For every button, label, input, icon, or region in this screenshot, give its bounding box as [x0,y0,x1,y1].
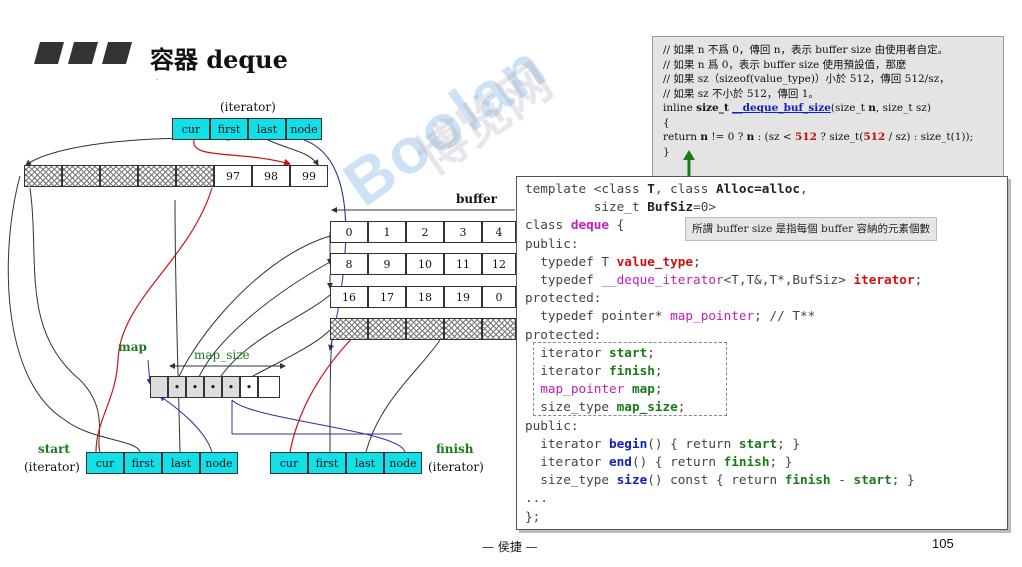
buffer-cell: 17 [368,286,406,308]
code-line: typedef pointer* map_pointer; // T** [525,308,816,324]
map-slot [150,376,168,398]
map-slot: • [222,376,240,398]
finish-iter-first: first [308,452,346,474]
map-slot: • [168,376,186,398]
note-line: // 如果 sz 不小於 512，傳回 1。 [663,87,819,100]
buffer-cell: 3 [444,221,482,243]
footer-author: — 侯捷 — [482,540,538,554]
start-iter-node: node [200,452,238,474]
start-iter-cur: cur [86,452,124,474]
buffer-cell: 97 [214,165,252,187]
start-label: start [38,442,70,456]
note-brace: } [663,145,670,158]
code-line: size_t BufSiz=0> [525,199,716,215]
finish-iter-node: node [384,452,422,474]
code-line: class deque { [525,217,625,233]
map-slot: • [204,376,222,398]
note-signature: inline size_t __deque_buf_size(size_t n,… [663,102,931,114]
buffer-cell: 99 [290,165,328,187]
finish-iter-last: last [346,452,384,474]
code-line: template <class T, class Alloc=alloc, [525,181,808,196]
buffer-label: buffer [456,192,497,206]
code-line: iterator start; [525,344,655,360]
buffer-cell: 16 [330,286,368,308]
code-line: map_pointer map; [540,381,663,397]
slide-title: 容器 deque [150,45,288,74]
code-line: protected: [525,290,602,306]
buffer-size-note: 所謂 buffer size 是指每個 buffer 容納的元素個數 [685,217,938,242]
map-label: map [118,340,147,354]
buffer-cell-used [368,318,406,340]
top-iter-first: first [210,118,248,140]
buffer-cell-used [100,165,138,187]
buffer-cell-used [444,318,482,340]
buffer-cell: 11 [444,253,482,275]
start-iter-first: first [124,452,162,474]
code-line: public: [525,417,579,433]
buffer-cell: 98 [252,165,290,187]
code-line: iterator begin() { return start; } [525,435,801,451]
start-iter-last: last [162,452,200,474]
finish-iter-cur: cur [270,452,308,474]
buffer-cell: 19 [444,286,482,308]
top-iter-last: last [248,118,286,140]
top-iterator-label: (iterator) [220,100,276,114]
diagram-connectors [7,137,515,453]
buffer-cell: 8 [330,253,368,275]
finish-iterator-label: (iterator) [428,460,484,474]
buffer-cell-used [330,318,368,340]
deque-code-listing: template <class T, class Alloc=alloc, si… [516,176,1008,530]
buffer-cell: 10 [406,253,444,275]
code-line: protected: [525,326,602,342]
code-line: iterator end() { return finish; } [525,454,793,470]
buffer-cell-used [176,165,214,187]
note-line: // 如果 sz（sizeof(value_type)）小於 512，傳回 51… [663,73,950,85]
map-slot [258,376,280,398]
code-line: typedef T value_type; [525,253,701,269]
deque-diagram: (iterator) cur first last node 97 98 99 … [7,100,516,474]
map-slot: • [186,376,204,398]
note-line: // 如果 n 不爲 0，傳回 n，表示 buffer size 由使用者自定。 [663,44,949,56]
note-brace: { [663,116,670,129]
top-iter-cur: cur [172,118,210,140]
title-bars-icon [34,42,132,64]
code-line: ... [525,490,548,506]
buffer-cell: 18 [406,286,444,308]
buffer-cell-used [24,165,62,187]
buffer-cell: 0 [482,286,516,308]
code-line: }; [525,508,541,524]
code-line: public: [525,235,579,251]
buffer-cell-used [482,318,516,340]
buffer-cell: 0 [330,221,368,243]
page-number: 105 [932,536,954,551]
buffer-cell-used [406,318,444,340]
buffer-cell: 1 [368,221,406,243]
buffer-cell-used [62,165,100,187]
top-iter-node: node [286,118,322,140]
buffer-cell: 4 [482,221,516,243]
title-mark: · [156,76,159,84]
map-slot: • [240,376,258,398]
code-line: size_type size() const { return finish -… [525,472,915,488]
finish-label: finish [436,442,474,456]
members-highlight [533,342,727,416]
buf-size-note: // 如果 n 不爲 0，傳回 n，表示 buffer size 由使用者自定。… [652,36,1004,178]
note-return: return n != 0 ? n : (sz < 512 ? size_t(5… [663,131,974,143]
start-iterator-label: (iterator) [24,460,80,474]
code-line: iterator finish; [525,363,663,379]
map-size-label: map_size [194,348,250,362]
buffer-cell: 9 [368,253,406,275]
buffer-cell: 2 [406,221,444,243]
buffer-cell: 12 [482,253,516,275]
note-line: // 如果 n 爲 0，表示 buffer size 使用預設值，那麼 [663,58,907,71]
code-line: size_type map_size; [525,399,686,415]
buffer-cell-used [138,165,176,187]
code-line: typedef __deque_iterator<T,T&,T*,BufSiz>… [525,272,923,288]
